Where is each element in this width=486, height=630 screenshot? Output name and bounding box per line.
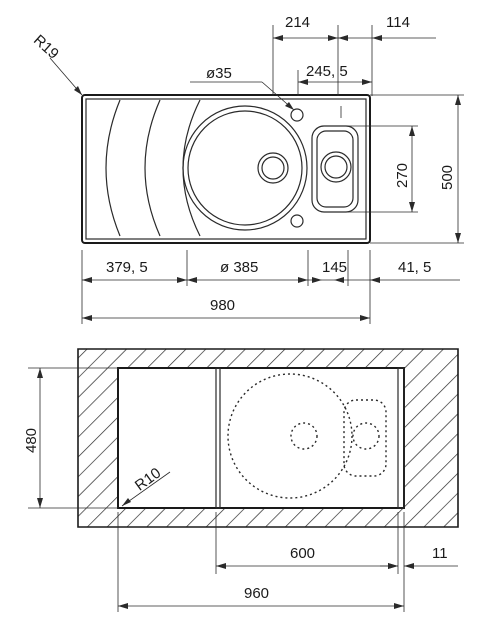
drainer-rib-3 [182, 99, 201, 237]
cutout-opening [117, 367, 405, 509]
bowl-projection [227, 373, 353, 499]
cabinet-divider [215, 367, 221, 509]
dim-379: 379, 5 [106, 259, 148, 276]
dim-145: 145 [322, 259, 347, 276]
dim-214: 214 [285, 14, 310, 31]
main-drain-inner [261, 156, 285, 180]
sink-inner-edge [85, 98, 367, 240]
dim-245: 245, 5 [306, 63, 348, 80]
top-view-dimensions: R19 214 114 ø35 245, 5 270 [30, 14, 464, 324]
dim-270: 270 [394, 163, 411, 188]
main-drain-outer [257, 152, 289, 184]
cabinet-side-wall [397, 367, 405, 509]
dim-d385: ø 385 [220, 259, 258, 276]
tap-hole-bottom [290, 214, 304, 228]
dim-960: 960 [244, 585, 269, 602]
countertop-cutout-view [77, 348, 459, 528]
sink-outline [81, 94, 371, 244]
dim-980: 980 [210, 297, 235, 314]
small-bowl-outer [311, 125, 359, 213]
drain-projection [290, 422, 318, 450]
cutout-dimensions: 480 R10 600 11 960 [23, 367, 458, 612]
dim-480: 480 [23, 428, 40, 453]
tap-hole-top [290, 108, 304, 122]
countertop-hatch [77, 348, 459, 528]
dim-500: 500 [439, 165, 456, 190]
dim-r19: R19 [30, 32, 62, 63]
small-drain-outer [320, 151, 352, 183]
drainer-rib-1 [105, 99, 121, 237]
sink-top-view [81, 94, 371, 244]
dim-41: 41, 5 [398, 259, 431, 276]
dim-r10: R10 [132, 465, 164, 495]
round-bowl-inner [187, 110, 303, 226]
small-drain-inner [324, 155, 348, 179]
small-drain-projection [352, 422, 380, 450]
dim-d35: ø35 [206, 65, 232, 82]
drainer-rib-2 [144, 99, 161, 237]
dim-11: 11 [432, 545, 448, 562]
small-bowl-projection [343, 399, 387, 477]
dim-600: 600 [290, 545, 315, 562]
dim-114: 114 [386, 14, 410, 31]
small-bowl-inner [316, 130, 354, 208]
round-bowl-outer [182, 105, 308, 231]
